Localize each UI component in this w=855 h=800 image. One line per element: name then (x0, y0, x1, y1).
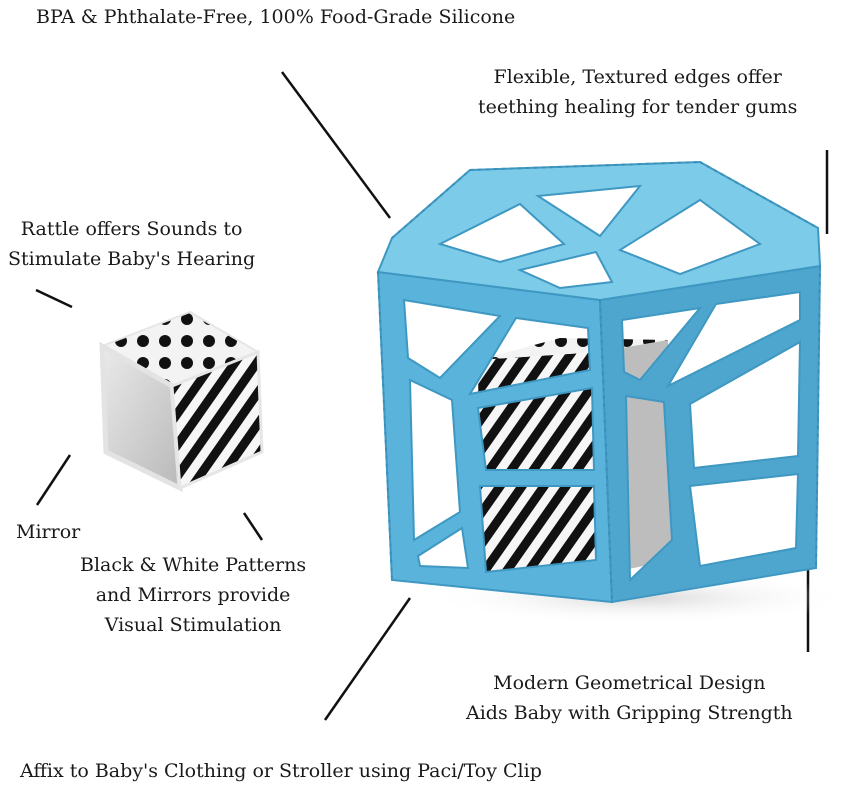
callout-rattle-line-2: Stimulate Baby's Hearing (8, 248, 256, 270)
callout-patterns: Black & White Patterns and Mirrors provi… (80, 550, 306, 640)
cube-right-face (598, 264, 822, 604)
callout-design-line-2: Aids Baby with Gripping Strength (466, 702, 793, 724)
callout-design: Modern Geometrical Design Aids Baby with… (466, 668, 793, 728)
callout-edges-line-2: teething healing for tender gums (478, 96, 798, 118)
pointer-mirror (35, 454, 72, 506)
callout-design-line-1: Modern Geometrical Design (493, 672, 766, 694)
pointer-lines (35, 71, 829, 721)
callout-material: BPA & Phthalate-Free, 100% Food-Grade Si… (36, 6, 516, 28)
callout-edges: Flexible, Textured edges offer teething … (478, 62, 797, 122)
callout-rattle: Rattle offers Sounds to Stimulate Baby's… (8, 214, 255, 274)
cube-top-face (376, 160, 822, 302)
callout-patterns-line-1: Black & White Patterns (80, 554, 307, 576)
pointer-material (280, 71, 392, 219)
callout-patterns-line-2: and Mirrors provide (95, 584, 291, 606)
cube-textured-edges (377, 161, 821, 603)
callout-patterns-line-3: Visual Stimulation (104, 614, 282, 636)
pointer-clip (323, 597, 412, 721)
silicone-cube (376, 160, 822, 604)
rattle-cube (99, 310, 264, 493)
callout-rattle-line-1: Rattle offers Sounds to (20, 218, 243, 240)
callout-clip: Affix to Baby's Clothing or Stroller usi… (20, 760, 542, 782)
pointer-rattle (35, 288, 73, 309)
rattle-cube-stripes-face (170, 349, 264, 491)
callout-mirror: Mirror (16, 521, 81, 543)
callout-edges-line-1: Flexible, Textured edges offer (493, 66, 782, 88)
inner-rattle-stripes (478, 352, 600, 580)
pointer-patterns (242, 512, 264, 541)
